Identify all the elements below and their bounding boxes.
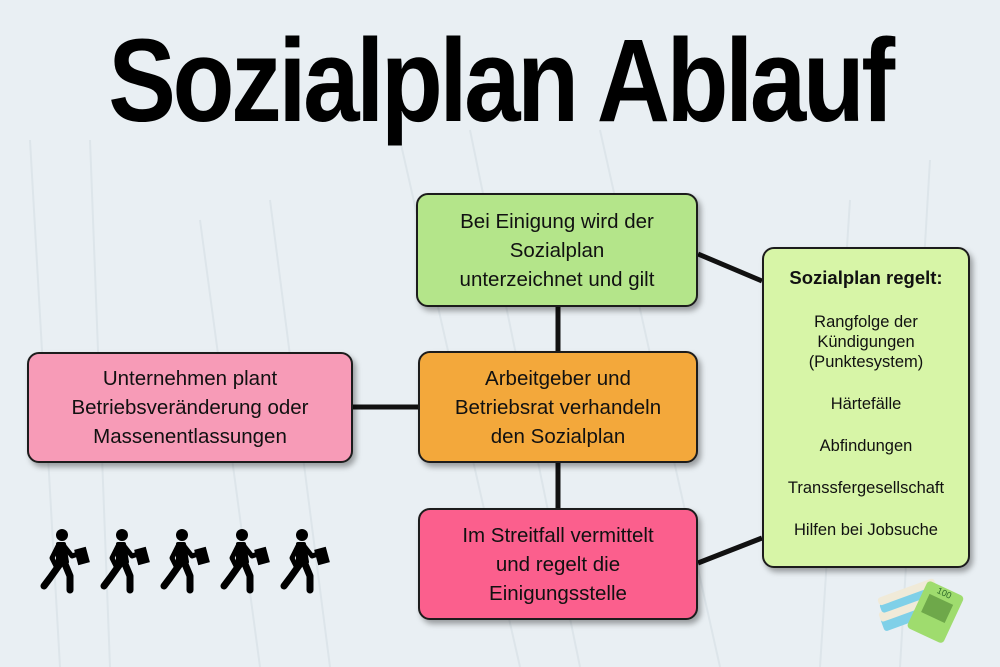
node-agreement-line: unterzeichnet und gilt — [459, 267, 655, 291]
walking-people-group — [40, 528, 334, 594]
node-negotiate-line: Betriebsrat verhandeln — [454, 395, 662, 419]
regulates-item-line: Hilfen bei Jobsuche — [793, 521, 938, 539]
regulates-item-line: (Punktesystem) — [808, 353, 924, 371]
node-negotiate-line: den Sozialplan — [490, 424, 626, 448]
node-negotiate: Arbeitgeber und Betriebsrat verhandeln d… — [418, 351, 698, 463]
node-start-line: Unternehmen plant — [102, 367, 278, 390]
regulates-item: Rangfolge der Kündigungen (Punktesystem) — [809, 312, 924, 372]
node-agreement: Bei Einigung wird der Sozialplan unterze… — [416, 193, 698, 307]
walking-person-icon — [220, 529, 270, 594]
node-negotiate-line: Arbeitgeber und — [485, 366, 631, 390]
regulates-title: Sozialplan regelt: — [789, 267, 943, 288]
regulates-item-line: Rangfolge der — [814, 313, 918, 331]
money-icon: 100 — [877, 578, 964, 643]
regulates-item-line: Abfindungen — [819, 437, 913, 455]
walking-person-icon — [40, 529, 90, 594]
node-regulates: Sozialplan regelt: Rangfolge der Kündigu… — [762, 247, 970, 568]
node-start: Unternehmen plant Betriebsveränderung od… — [27, 352, 353, 463]
regulates-item: Abfindungen — [820, 436, 913, 456]
node-dispute-line: und regelt die — [495, 552, 621, 576]
node-dispute-line: Im Streitfall vermittelt — [462, 523, 654, 547]
node-dispute: Im Streitfall vermittelt und regelt die … — [418, 508, 698, 620]
page-title: Sozialplan Ablauf — [108, 15, 895, 147]
regulates-item: Härtefälle — [831, 394, 902, 414]
regulates-item-line: Härtefälle — [830, 395, 902, 413]
walking-person-icon — [280, 529, 330, 594]
node-dispute-line: Einigungsstelle — [489, 581, 627, 605]
node-start-line: Massenentlassungen — [93, 425, 287, 448]
walking-person-icon — [100, 529, 150, 594]
regulates-item-line: Kündigungen — [817, 333, 915, 351]
regulates-item: Hilfen bei Jobsuche — [794, 520, 938, 540]
node-agreement-line: Sozialplan — [509, 238, 605, 262]
walking-person-icon — [160, 529, 210, 594]
regulates-item: Transsfergesellschaft — [788, 478, 944, 498]
regulates-item-line: Transsfergesellschaft — [787, 479, 945, 497]
node-agreement-line: Bei Einigung wird der — [460, 209, 654, 233]
node-start-line: Betriebsveränderung oder — [71, 396, 309, 419]
